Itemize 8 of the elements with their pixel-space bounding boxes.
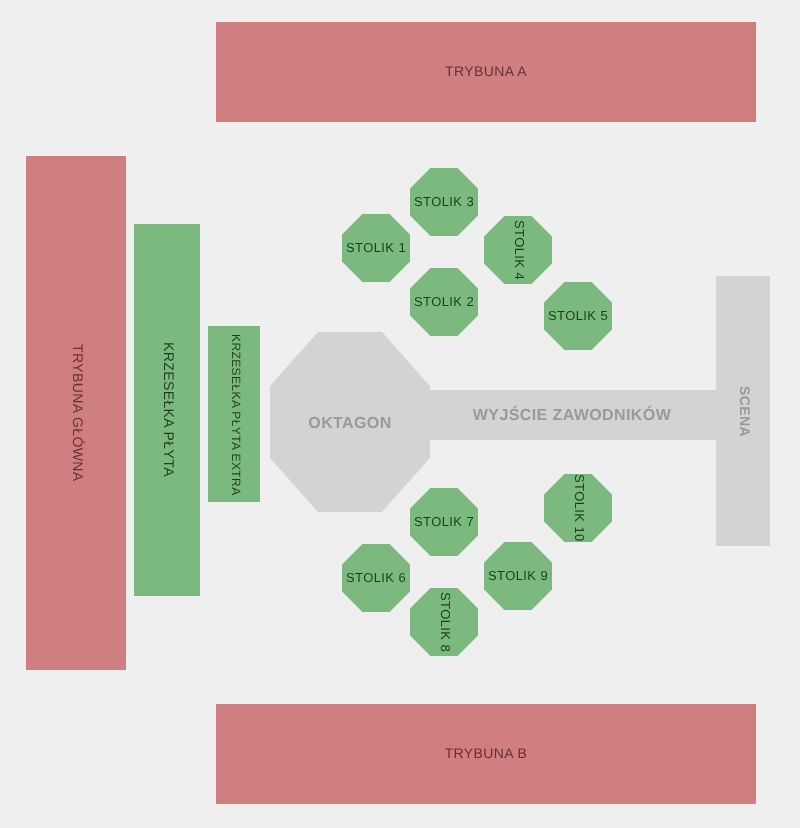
area-label: WYJŚCIE ZAWODNIKÓW [472,406,672,424]
grandstand [216,704,756,804]
seating-area [208,326,260,502]
grandstand [26,156,126,670]
seating-area [134,224,200,596]
stage-platform [716,276,770,546]
grandstand [216,22,756,122]
area-label: OKTAGON [308,413,392,431]
